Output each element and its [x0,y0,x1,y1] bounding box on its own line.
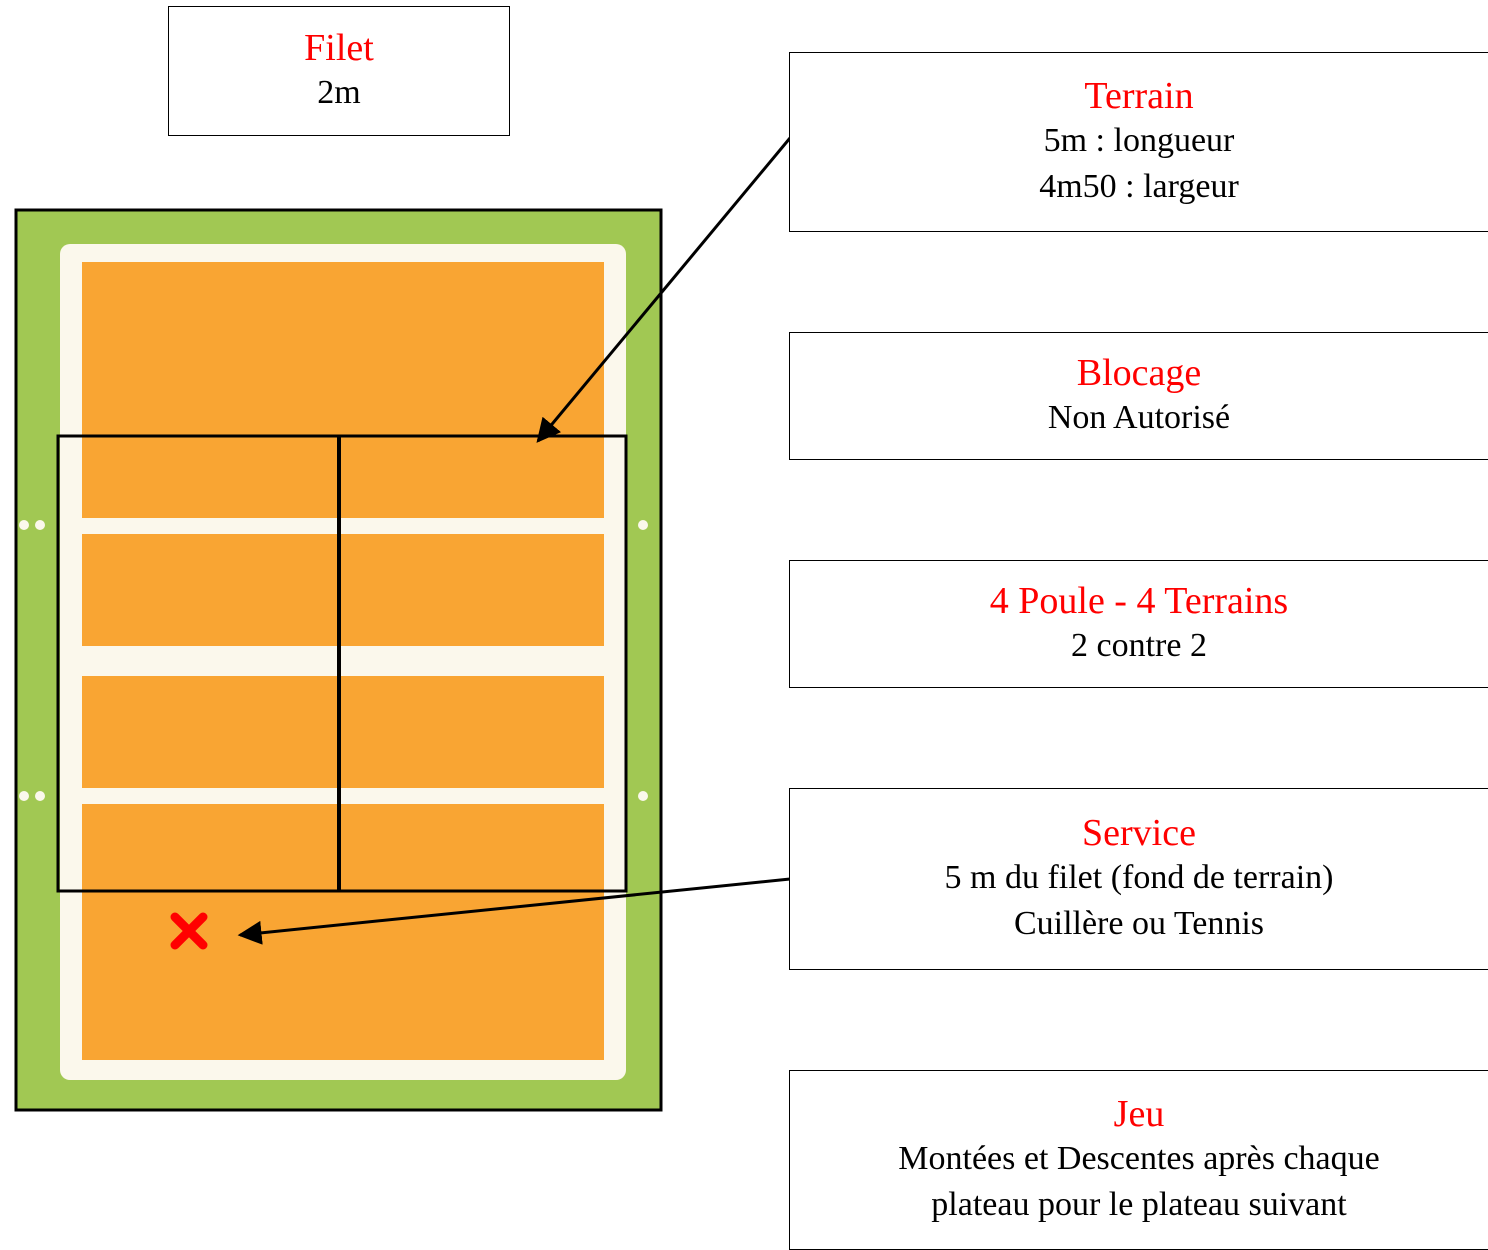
filet-box: Filet 2m [168,6,510,136]
service-line-1: 5 m du filet (fond de terrain) [944,859,1334,896]
terrain-title: Terrain [1084,75,1194,117]
poule-title: 4 Poule - 4 Terrains [989,580,1289,622]
poule-box: 4 Poule - 4 Terrains 2 contre 2 [789,560,1488,688]
jeu-box: Jeu Montées et Descentes après chaque pl… [789,1070,1488,1250]
court-zone-4 [82,804,604,1060]
filet-line-1: 2m [317,74,361,111]
service-box: Service 5 m du filet (fond de terrain) C… [789,788,1488,970]
blocage-line-1: Non Autorisé [1047,399,1231,436]
court-zone-1 [82,262,604,518]
jeu-line-2: plateau pour le plateau suivant [931,1186,1347,1223]
net-posts [19,520,648,801]
court-zone-2 [82,534,604,646]
terrain-line-2: 4m50 : largeur [1039,168,1239,205]
jeu-title: Jeu [1113,1093,1165,1135]
filet-title: Filet [304,27,374,69]
jeu-line-1: Montées et Descentes après chaque [898,1140,1380,1177]
court-zone-3 [82,676,604,788]
poule-line-1: 2 contre 2 [1071,627,1207,664]
terrain-line-1: 5m : longueur [1043,122,1235,159]
service-title: Service [1082,812,1196,854]
terrain-box: Terrain 5m : longueur 4m50 : largeur [789,52,1488,232]
x-mark-icon [170,912,208,950]
blocage-title: Blocage [1076,352,1202,394]
service-line-2: Cuillère ou Tennis [1013,905,1265,942]
blocage-box: Blocage Non Autorisé [789,332,1488,460]
